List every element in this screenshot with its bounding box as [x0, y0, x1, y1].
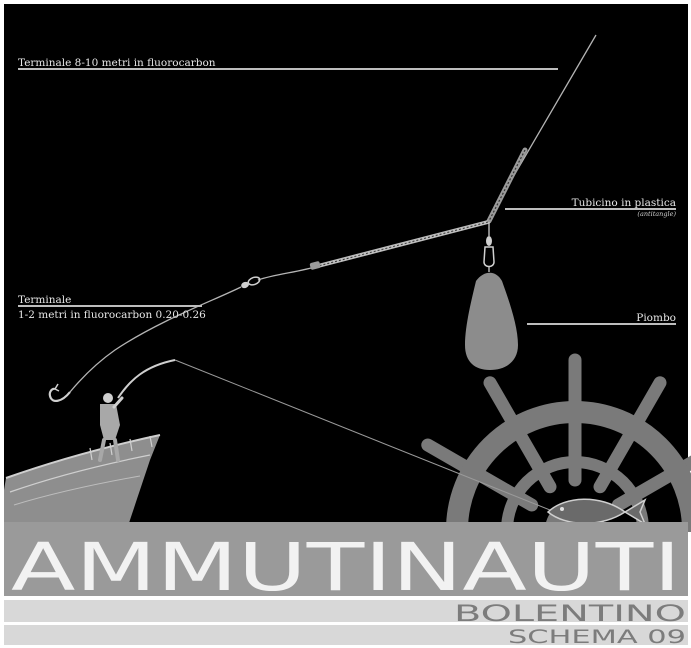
hook-icon: [48, 387, 71, 402]
footer-band-technique: [4, 600, 688, 622]
label-leader-short-title: Terminale: [18, 294, 71, 306]
leader-long-texture: [317, 221, 489, 267]
technique-label: BOLENTINO: [454, 602, 686, 627]
fishing-rod: [117, 359, 176, 399]
label-sinker: Piombo: [636, 312, 676, 324]
anti-tangle-tube-texture: [488, 149, 526, 222]
label-tube: Tubicino in plastica: [572, 197, 676, 209]
label-tube-subtitle: (antitangle): [637, 210, 676, 218]
brand-title: AMMUTINAUTI: [11, 529, 681, 606]
leader-short-line: [69, 286, 242, 393]
fishing-line: [174, 359, 576, 521]
boat-icon: [4, 434, 161, 532]
fish-icon: [546, 498, 647, 526]
sinker-icon: [465, 272, 518, 370]
swivel-icon: [241, 276, 261, 289]
label-leader-long: Terminale 8-10 metri in fluorocarbon: [18, 57, 216, 69]
label-leader-short-detail: 1-2 metri in fluorocarbon 0.20-0.26: [18, 309, 206, 321]
stopper-bead: [309, 261, 321, 270]
angler-icon: [98, 393, 124, 462]
scheme-label: SCHEMA 09: [508, 626, 686, 648]
title-banner: [4, 522, 688, 596]
snap-swivel-icon: [483, 222, 495, 272]
footer-band-scheme: [4, 625, 688, 645]
